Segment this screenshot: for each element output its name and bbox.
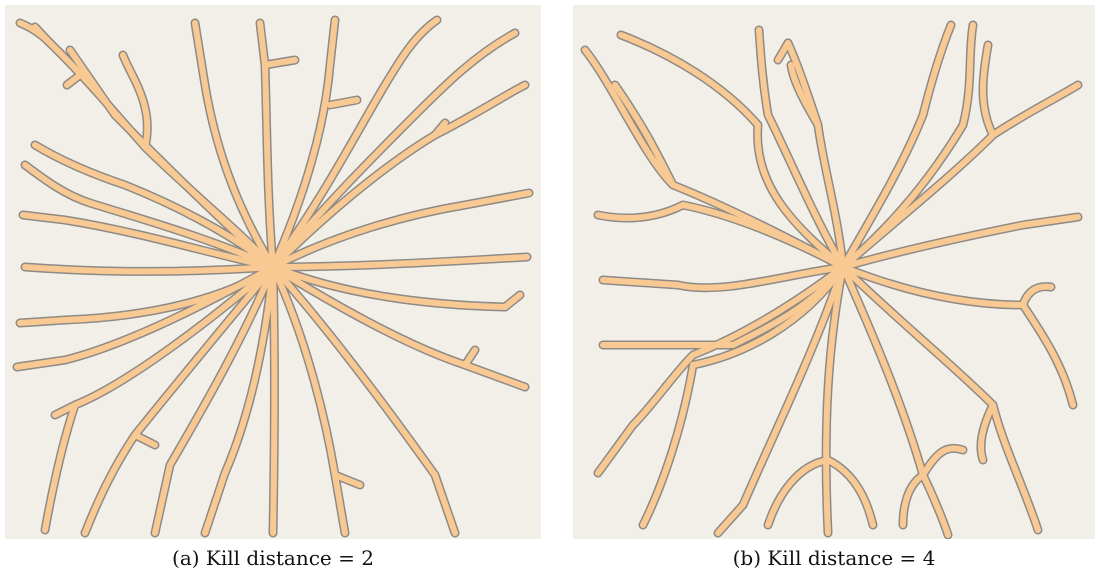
vein-branch — [775, 40, 791, 63]
vein-branch — [765, 457, 831, 528]
vein-branch — [42, 264, 276, 533]
vein-branch — [612, 82, 676, 188]
vein-branch — [270, 17, 338, 270]
vein-branch — [840, 264, 951, 538]
vein-branch — [270, 82, 528, 270]
vein-branch — [262, 57, 298, 68]
vein-branch — [788, 62, 821, 128]
vein-branch — [32, 142, 276, 270]
vein-branch — [462, 347, 478, 368]
vein-branch — [202, 264, 276, 536]
vein-branch — [152, 264, 276, 536]
vein-branch — [595, 264, 846, 476]
vein-branch — [270, 264, 528, 390]
vein-branch — [270, 264, 348, 536]
vein-branch — [132, 432, 158, 448]
vein-branch — [270, 190, 532, 270]
vein-branch — [840, 22, 954, 270]
vein-branch — [595, 202, 846, 270]
vein-branch — [618, 32, 846, 270]
caption-b: (b) Kill distance = 4 — [732, 546, 936, 570]
vein-branch — [14, 264, 276, 370]
vein-branch — [1020, 283, 1054, 308]
vein-branch — [756, 27, 846, 270]
vein-branch — [640, 264, 846, 528]
vein-branch — [600, 264, 846, 291]
vein-branch — [920, 445, 966, 478]
vein-branch — [840, 22, 976, 270]
vein-branch — [785, 40, 846, 270]
vein-branch — [823, 264, 846, 536]
vein-branch — [82, 264, 276, 536]
vein-branch — [32, 24, 53, 46]
vein-branch — [327, 97, 360, 108]
vein-branch — [270, 17, 440, 270]
vein-branch — [22, 162, 276, 270]
vein-branch — [715, 264, 846, 536]
vein-branch — [270, 30, 518, 270]
vein-branch — [840, 264, 1076, 408]
vein-branch — [270, 254, 530, 270]
venation-pattern-a — [12, 15, 534, 538]
vein-branch — [257, 20, 276, 270]
panel-b-kill-distance-4 — [573, 5, 1095, 539]
vein-branch — [270, 264, 458, 536]
vein-branch — [502, 292, 523, 310]
vein-branch — [978, 402, 996, 463]
vein-branch — [840, 264, 1041, 533]
venation-pattern-b — [580, 20, 1083, 539]
vein-branch — [67, 47, 276, 270]
vein-branch — [825, 457, 876, 528]
vein-branch — [120, 52, 151, 150]
vein-branch — [980, 42, 996, 138]
vein-branch — [270, 264, 278, 536]
vein-branch — [332, 472, 363, 488]
vein-branch — [192, 20, 276, 270]
caption-a: (a) Kill distance = 2 — [172, 546, 374, 570]
vein-branch — [52, 402, 78, 418]
vein-branch — [20, 212, 276, 270]
vein-branch — [900, 472, 926, 528]
vein-branch — [840, 214, 1081, 270]
vein-branch — [22, 264, 276, 275]
panel-a-kill-distance-2 — [5, 5, 541, 539]
vein-branch — [64, 72, 83, 88]
vein-branch — [432, 120, 448, 138]
vein-branch — [270, 264, 508, 310]
